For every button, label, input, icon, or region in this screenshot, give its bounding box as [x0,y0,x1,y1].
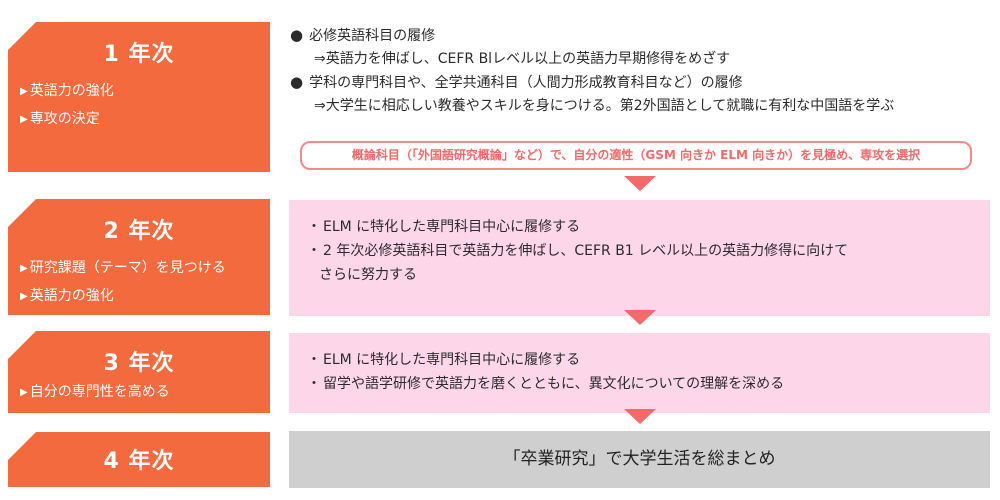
year-2-title: 2 年次 [103,219,175,244]
year-3-title: 3 年次 [103,351,175,376]
year-1-bullet-general-courses-detail: ⇒大学生に相応しい教養やスキルを身につける。第2外国語として就職に有利な中国語を… [314,98,895,114]
year-1-bullet-english-courses-detail: ⇒英語力を伸ばし、CEFR Blレベル以上の英語力早期修得をめざす [314,51,731,67]
year-1-label: 1 年次 英語力の強化 専攻の決定 [8,22,270,172]
year-2-label: 2 年次 研究課題（テーマ）を見つける 英語力の強化 [8,199,270,315]
year-1-major-selection-note: 概論科目（「外国語研究概論」など）で、自分の適性（GSM 向きか ELM 向きか… [300,141,972,170]
year-2-line-english-cont: さらに努力する [319,267,417,283]
year-3-line-elm: ELM に特化した専門科目中心に履修する [307,348,990,372]
year-1-item-major: 専攻の決定 [20,106,114,134]
year-1-title: 1 年次 [103,42,175,67]
year-2-item-research-topic: 研究課題（テーマ）を見つける [20,255,226,283]
year-1-bullet-english-courses: 必修英語科目の履修 [290,24,995,48]
down-arrow-icon [624,176,656,191]
year-4-title: 4 年次 [103,449,175,474]
year-2-line-elm: ELM に特化した専門科目中心に履修する [307,215,990,239]
year-1-item-english: 英語力の強化 [20,78,114,106]
year-3-item-specialty: 自分の専門性を高める [20,379,170,407]
down-arrow-icon [624,310,656,325]
year-3-label: 3 年次 自分の専門性を高める [8,331,270,413]
year-4-content: 「卒業研究」で大学生活を総まとめ [289,431,990,488]
year-2-content: ELM に特化した専門科目中心に履修する 2 年次必修英語科目で英語力を伸ばし、… [289,200,990,316]
year-3-line-study-abroad: 留学や語学研修で英語力を磨くとともに、異文化についての理解を深める [307,372,990,396]
year-3-content: ELM に特化した専門科目中心に履修する 留学や語学研修で英語力を磨くとともに、… [289,333,990,413]
year-2-item-english: 英語力の強化 [20,283,226,311]
year-4-label: 4 年次 [8,432,270,487]
down-arrow-icon [624,409,656,424]
year-2-line-english: 2 年次必修英語科目で英語力を伸ばし、CEFR B1 レベル以上の英語力修得に向… [307,239,990,263]
year-1-content: 必修英語科目の履修 ⇒英語力を伸ばし、CEFR Blレベル以上の英語力早期修得を… [290,24,995,118]
year-1-bullet-general-courses: 学科の専門科目や、全学共通科目（人間力形成教育科目など）の履修 [290,71,995,95]
